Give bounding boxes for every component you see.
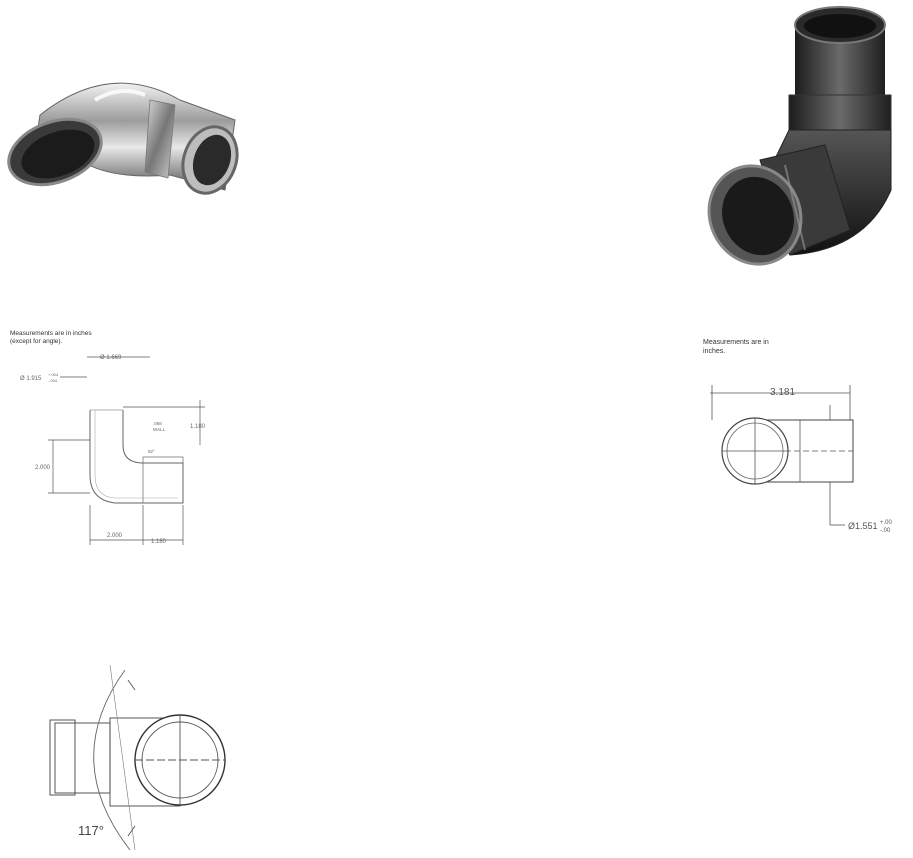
bottom-angle-drawing: 117° [49, 664, 226, 851]
dim-length: 3.181 [770, 387, 795, 398]
right-measurement-note: Measurements are in inches. [703, 338, 843, 356]
dim-top-right: 1.180 [190, 424, 206, 430]
dim-outer-tol-minus: -.004 [48, 378, 58, 383]
dim-tol-plus: +.00 [880, 520, 893, 526]
left-measurement-note: Measurements are in inches (except for a… [10, 330, 150, 346]
dim-diameter: Ø1.551 [848, 521, 878, 531]
left-note-line1: Measurements are in inches [10, 330, 92, 337]
dim-outer-tol-plus: +.004 [48, 372, 59, 377]
dim-height: 2.000 [35, 465, 51, 471]
elbow-fitting-photo-polished [7, 82, 239, 195]
dim-inner-diameter: Ø 1.669 [100, 355, 122, 361]
dim-tol-minus: -.00 [880, 528, 891, 534]
right-note-line2: inches. [703, 348, 726, 355]
dim-wall: .068 [153, 421, 162, 426]
dim-wall-label: WALL [153, 427, 166, 432]
dim-bottom-right: 1.180 [151, 539, 167, 545]
elbow-fitting-photo-dark [707, 6, 892, 266]
dim-outer-diameter: Ø 1.915 [20, 376, 42, 382]
right-note-line1: Measurements are in [703, 339, 769, 346]
right-top-view-drawing: 3.181 Ø1.551 +.00 -.00 [710, 385, 893, 534]
left-note-line2: (except for angle). [10, 338, 63, 345]
angle-label: 117° [78, 823, 104, 838]
dim-bottom-left: 2.000 [107, 533, 123, 539]
left-section-drawing: Ø 1.669 Ø 1.915 +.004 -.004 1.180 .068 W… [20, 355, 206, 545]
dim-angle-small: 92° [148, 449, 155, 454]
